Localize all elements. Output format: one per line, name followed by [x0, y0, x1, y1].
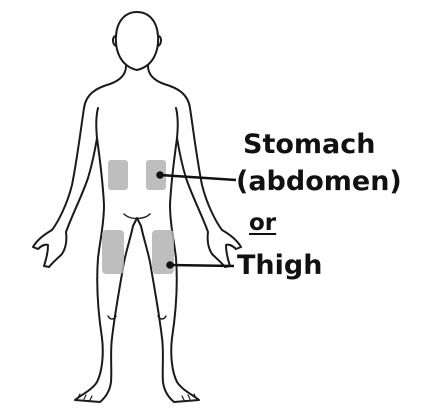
hip-line — [124, 214, 150, 219]
abdomen-site-left — [108, 160, 128, 190]
thigh-callout-dot — [168, 263, 173, 268]
abdomen-label: (abdomen) — [236, 168, 402, 195]
thigh-site-left — [102, 230, 124, 274]
thigh-label: Thigh — [237, 252, 322, 279]
head-outline — [116, 12, 158, 70]
abdomen-callout-dot — [158, 173, 163, 178]
or-label: or — [249, 212, 276, 235]
stomach-label: Stomach — [243, 131, 375, 158]
thigh-callout-line — [170, 265, 234, 266]
right-inner-arm — [176, 108, 178, 138]
body-outline — [33, 66, 241, 402]
left-inner-arm — [96, 108, 98, 138]
